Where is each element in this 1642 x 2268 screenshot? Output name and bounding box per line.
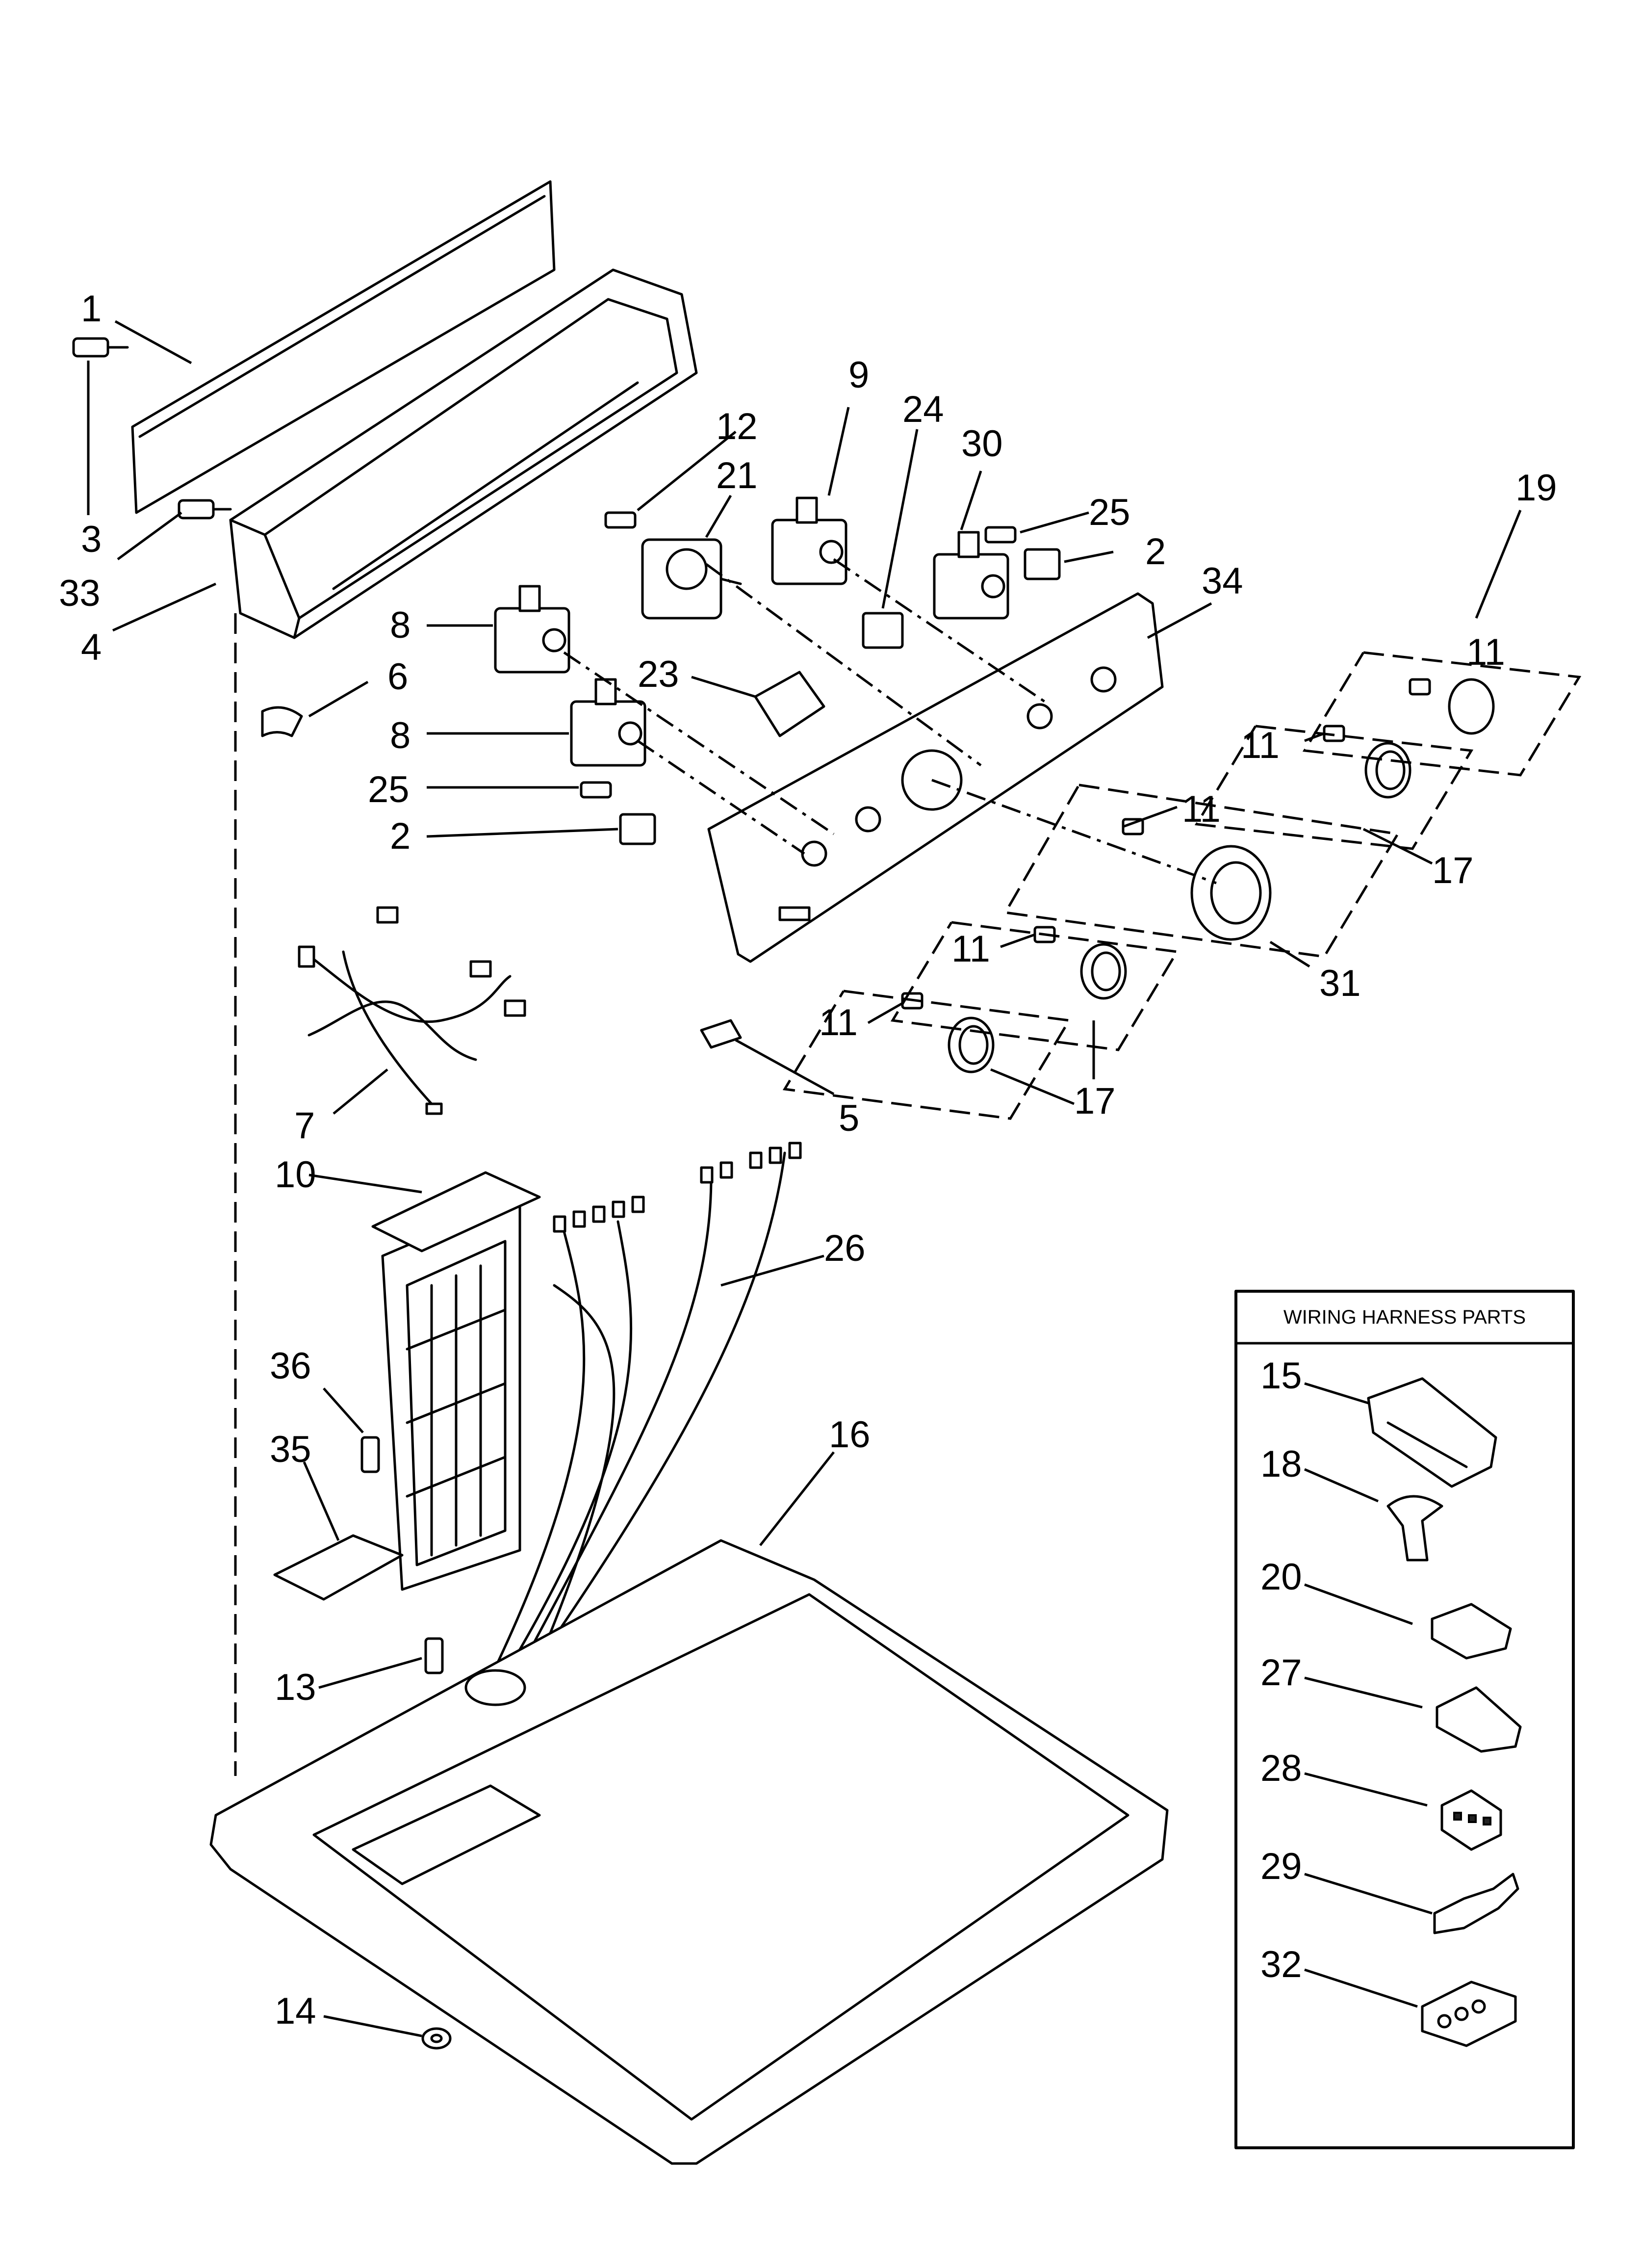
terminal-icon — [1433, 1873, 1519, 1934]
knob-17-middle — [1080, 943, 1127, 1000]
screw-33 — [178, 499, 232, 520]
callout-12: 12 — [716, 406, 758, 447]
console-housing — [229, 268, 698, 639]
timer-21 — [641, 538, 742, 620]
harness-connectors — [553, 1142, 802, 1233]
switch-8-lower — [570, 678, 646, 767]
callout-8-upper: 8 — [390, 604, 410, 646]
harness-item-32-number: 32 — [1260, 1944, 1302, 1985]
callout-26: 26 — [824, 1227, 866, 1269]
callout-35: 35 — [270, 1429, 311, 1470]
callout-34: 34 — [1202, 560, 1243, 602]
label-5 — [700, 1019, 742, 1049]
callout-36: 36 — [270, 1345, 311, 1387]
callout-8-lower: 8 — [390, 715, 410, 756]
callout-17-lower: 17 — [1074, 1080, 1116, 1122]
switch-9 — [771, 496, 847, 585]
clip-icon — [1386, 1495, 1443, 1562]
callout-10: 10 — [275, 1154, 316, 1196]
callout-31: 31 — [1319, 963, 1361, 1004]
wiring-harness-parts-box: WIRING HARNESS PARTS 15 18 20 27 28 — [1234, 1290, 1575, 2149]
terminal-housing-icon — [1421, 1981, 1517, 2047]
harness-item-29-number: 29 — [1260, 1846, 1302, 1887]
callout-21: 21 — [716, 455, 758, 496]
harness-item-28-number: 28 — [1260, 1747, 1302, 1789]
callout-16: 16 — [829, 1414, 871, 1456]
callout-17-upper: 17 — [1432, 850, 1474, 891]
callout-2-lower: 2 — [390, 815, 410, 857]
callout-numbers: 1 3 33 4 6 8 8 25 2 9 12 21 23 24 30 25 … — [59, 288, 1557, 2032]
harness-item-20-number: 20 — [1260, 1556, 1302, 1598]
callout-25-upper: 25 — [1089, 492, 1130, 533]
connector-housing-icon — [1367, 1377, 1497, 1488]
connector-block-icon — [1431, 1603, 1512, 1660]
knob-31 — [1190, 845, 1272, 941]
callout-23: 23 — [638, 653, 679, 695]
bracket-35 — [273, 1534, 404, 1601]
screw-12 — [604, 511, 637, 529]
knob-17-lower — [948, 1017, 995, 1073]
callout-3: 3 — [81, 519, 102, 560]
callout-25-lower: 25 — [368, 769, 410, 810]
callout-33: 33 — [59, 573, 101, 614]
lint-filter-10 — [371, 1171, 541, 1591]
callout-30: 30 — [961, 423, 1003, 465]
dashed-assembly-lines — [234, 558, 1582, 1776]
rear-panel-plate — [131, 180, 556, 514]
leader-lines — [87, 320, 1522, 2037]
switch-8-upper — [494, 585, 570, 674]
callout-11-c: 11 — [1182, 788, 1221, 830]
wire-harness-7 — [298, 906, 526, 1115]
relay-2-lower — [619, 813, 656, 845]
control-board-23 — [754, 671, 825, 737]
screw-25-lower — [580, 781, 612, 799]
top-panel-16 — [209, 1539, 1169, 2165]
washer-14 — [421, 2027, 452, 2050]
callout-11-e: 11 — [819, 1002, 858, 1043]
harness-box-title: WIRING HARNESS PARTS — [1283, 1306, 1526, 1328]
screw-3 — [72, 337, 129, 358]
screw-36 — [360, 1436, 380, 1473]
harness-item-15-number: 15 — [1260, 1355, 1302, 1397]
callout-5: 5 — [839, 1097, 859, 1139]
callout-14: 14 — [275, 1990, 316, 2032]
callout-7: 7 — [294, 1105, 315, 1147]
callout-11-b: 11 — [1241, 725, 1280, 766]
screw-25-upper — [984, 526, 1017, 544]
knob-19 — [1448, 678, 1495, 735]
switch-30 — [933, 531, 1009, 620]
callout-2-upper: 2 — [1145, 531, 1166, 573]
callout-4: 4 — [81, 626, 102, 668]
callout-1: 1 — [81, 288, 102, 330]
callout-11-d: 11 — [951, 928, 990, 970]
callout-19: 19 — [1515, 467, 1557, 509]
knob-17-upper — [1364, 742, 1411, 799]
harness-item-27-number: 27 — [1260, 1652, 1302, 1694]
callout-13: 13 — [275, 1667, 316, 1708]
callout-11-a: 11 — [1466, 631, 1505, 673]
clip-6 — [261, 706, 303, 737]
harness-item-18-number: 18 — [1260, 1443, 1302, 1485]
callout-6: 6 — [387, 656, 408, 698]
callout-9: 9 — [848, 354, 869, 396]
screw-13 — [424, 1637, 444, 1674]
callout-24: 24 — [902, 389, 944, 430]
wire-harness-26 — [489, 1142, 802, 1689]
console-front-panel — [707, 592, 1164, 963]
relay-24 — [862, 612, 904, 649]
relay-2-upper — [1024, 548, 1061, 580]
connector-icon — [1436, 1686, 1522, 1753]
plug-icon — [1440, 1789, 1502, 1851]
